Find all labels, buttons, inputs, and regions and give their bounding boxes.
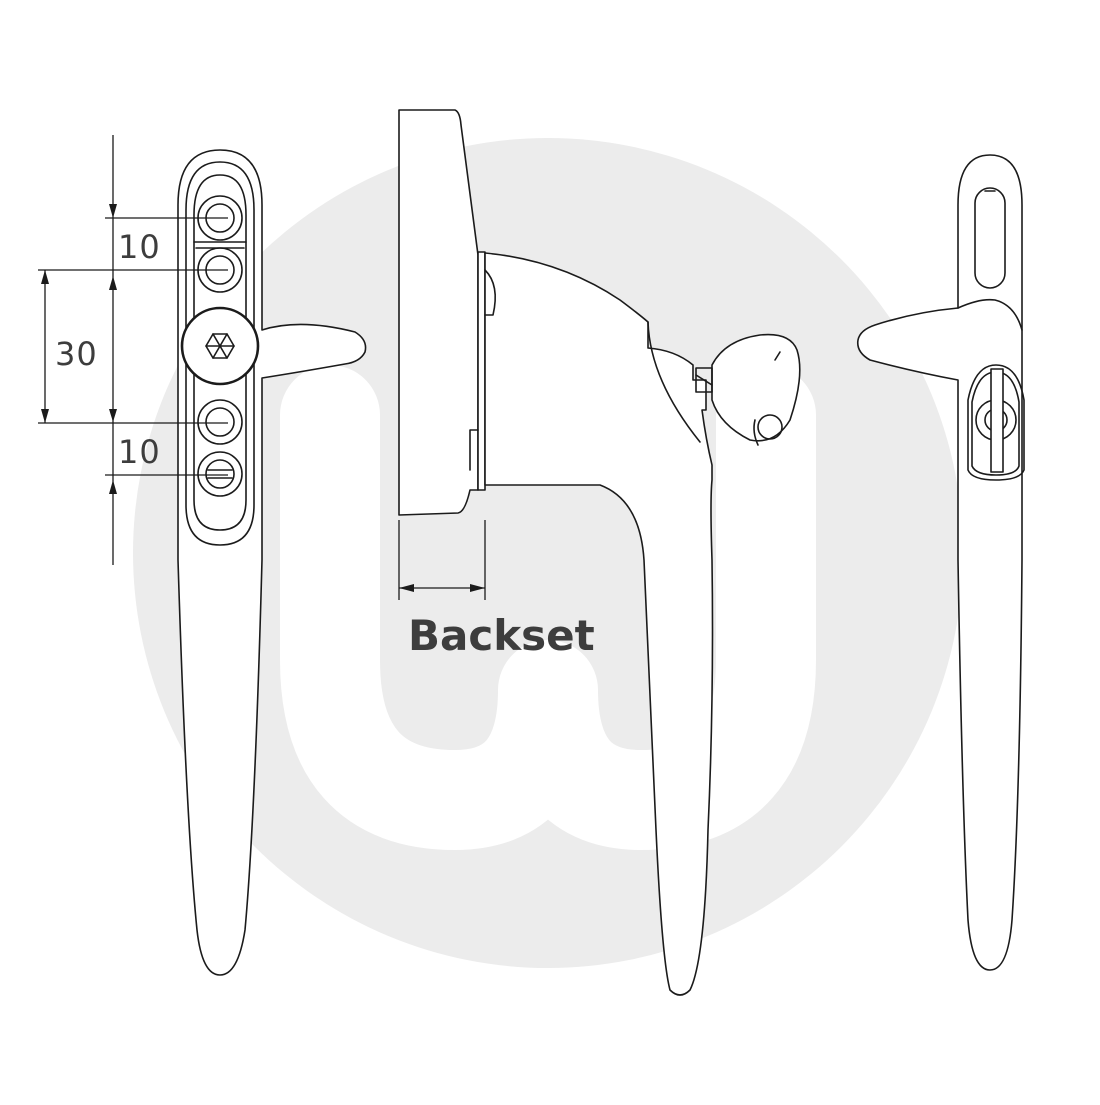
front-dimensions: 10 30 10: [38, 135, 228, 565]
front-view: [177, 149, 367, 976]
backset-label: Backset: [408, 611, 595, 660]
dimension-bottom-spacing: 10: [118, 433, 161, 471]
dimension-centre-spacing: 30: [55, 335, 98, 373]
rear-view: [856, 154, 1025, 971]
lock-cylinder-icon: [967, 364, 1025, 481]
hex-screw-icon: [205, 333, 235, 359]
side-view: [398, 109, 801, 996]
key-icon: [695, 333, 801, 446]
dimension-top-spacing: 10: [118, 228, 161, 266]
backset-dimension: Backset: [398, 520, 595, 660]
